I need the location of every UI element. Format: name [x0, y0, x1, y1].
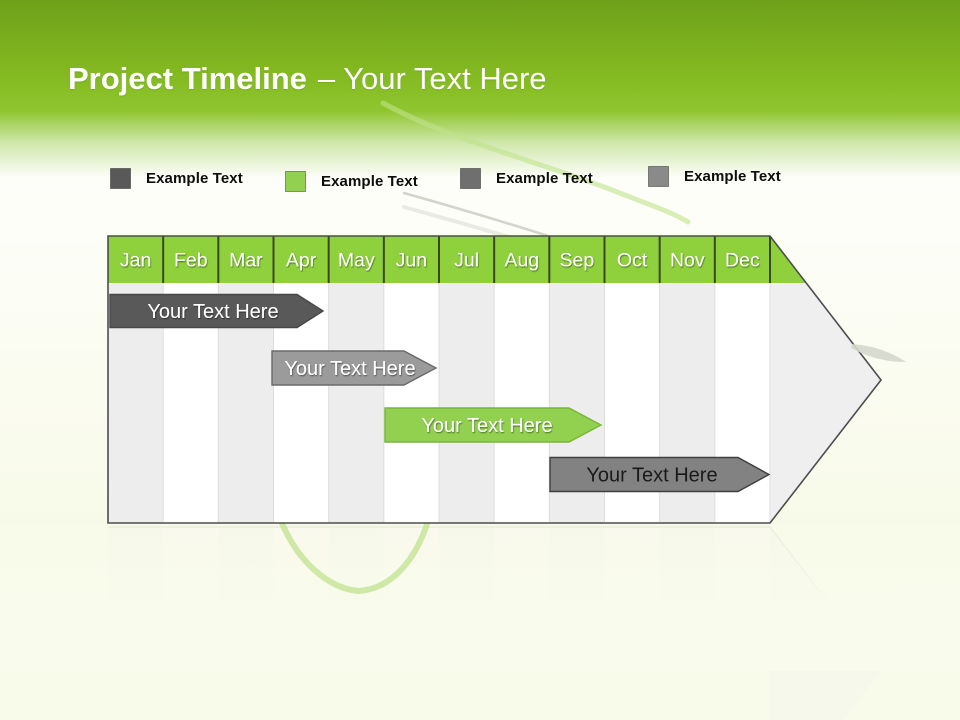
sketch-circle-top-arc	[380, 100, 691, 225]
legend-label: Example Text	[321, 173, 418, 190]
month-label: Oct	[617, 250, 648, 272]
month-label: Jan	[120, 250, 151, 272]
swoosh-tip-decoration	[851, 344, 906, 362]
reflection-fade	[0, 526, 960, 671]
page-title: Project Timeline – Your Text Here	[68, 61, 547, 97]
month-label: May	[338, 250, 375, 272]
slide-header-band	[0, 0, 960, 178]
bar-shape	[549, 456, 771, 493]
month-header-separators	[162, 236, 771, 283]
legend-color-chip	[110, 168, 131, 189]
bar-label: Your Text Here	[284, 358, 415, 380]
month-column	[108, 236, 164, 523]
month-label: Feb	[174, 250, 208, 272]
legend-item: Example Text	[285, 171, 418, 192]
timeline-bars: Your Text Here Your Text Here Your Text …	[109, 293, 771, 493]
legend-color-chip	[648, 166, 669, 187]
bar-shape	[271, 350, 438, 386]
month-column	[163, 236, 219, 523]
bar-shape	[109, 293, 325, 329]
month-label: Dec	[725, 250, 760, 272]
legend-color-chip	[285, 171, 306, 192]
bar-label: Your Text Here	[147, 301, 278, 323]
month-header-band	[108, 236, 806, 283]
month-label: Nov	[670, 250, 705, 272]
legend-label: Example Text	[146, 170, 243, 187]
bar-label: Your Text Here	[421, 415, 552, 437]
legend-label: Example Text	[684, 168, 781, 185]
timeline-bar: Your Text Here	[384, 407, 603, 443]
month-labels: Jan Feb Mar Apr May Jun Jul Aug Sep Oct …	[120, 250, 760, 272]
timeline-bar: Your Text Here	[109, 293, 325, 329]
page-title-light: – Your Text Here	[317, 61, 547, 96]
legend-item: Example Text	[110, 168, 243, 189]
page-title-bold: Project Timeline	[68, 61, 307, 96]
month-label: Jul	[454, 250, 479, 272]
bar-label: Your Text Here	[586, 465, 717, 487]
month-label: Apr	[286, 250, 317, 272]
timeline-bar: Your Text Here	[549, 456, 771, 493]
legend-color-chip	[460, 168, 481, 189]
timeline-table: Jan Feb Mar Apr May Jun Jul Aug Sep Oct …	[107, 235, 883, 524]
month-label: Sep	[560, 250, 595, 272]
month-label: Mar	[229, 250, 263, 272]
month-column	[218, 236, 274, 523]
timeline-bar: Your Text Here	[271, 350, 438, 386]
month-label: Aug	[504, 250, 539, 272]
month-column	[439, 236, 495, 523]
bar-shape	[384, 407, 603, 443]
table-border	[107, 235, 883, 524]
legend-item: Example Text	[648, 166, 781, 187]
legend-label: Example Text	[496, 170, 593, 187]
month-column	[494, 236, 550, 523]
month-label: Jun	[396, 250, 427, 272]
arrow-head	[770, 236, 881, 523]
legend-item: Example Text	[460, 168, 593, 189]
sketch-circle-bottom-arc	[278, 518, 431, 595]
